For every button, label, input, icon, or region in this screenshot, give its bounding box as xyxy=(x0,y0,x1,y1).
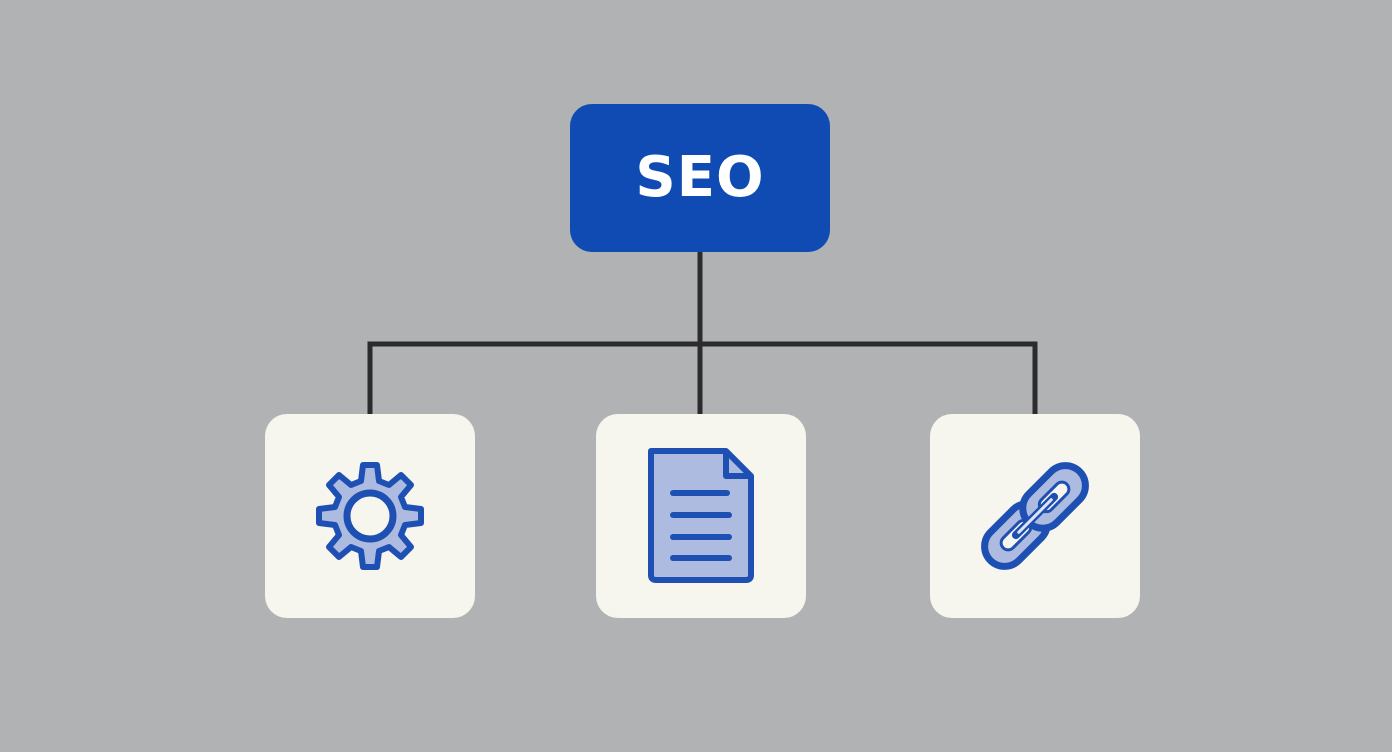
seo-root-node: SEO xyxy=(570,104,830,252)
chain-link-icon xyxy=(981,462,1089,570)
backlinks-card xyxy=(930,414,1140,618)
document-icon xyxy=(648,448,754,583)
gear-icon xyxy=(316,462,424,570)
seo-root-label: SEO xyxy=(635,145,765,210)
content-card xyxy=(596,414,806,618)
technical-seo-card xyxy=(265,414,475,618)
